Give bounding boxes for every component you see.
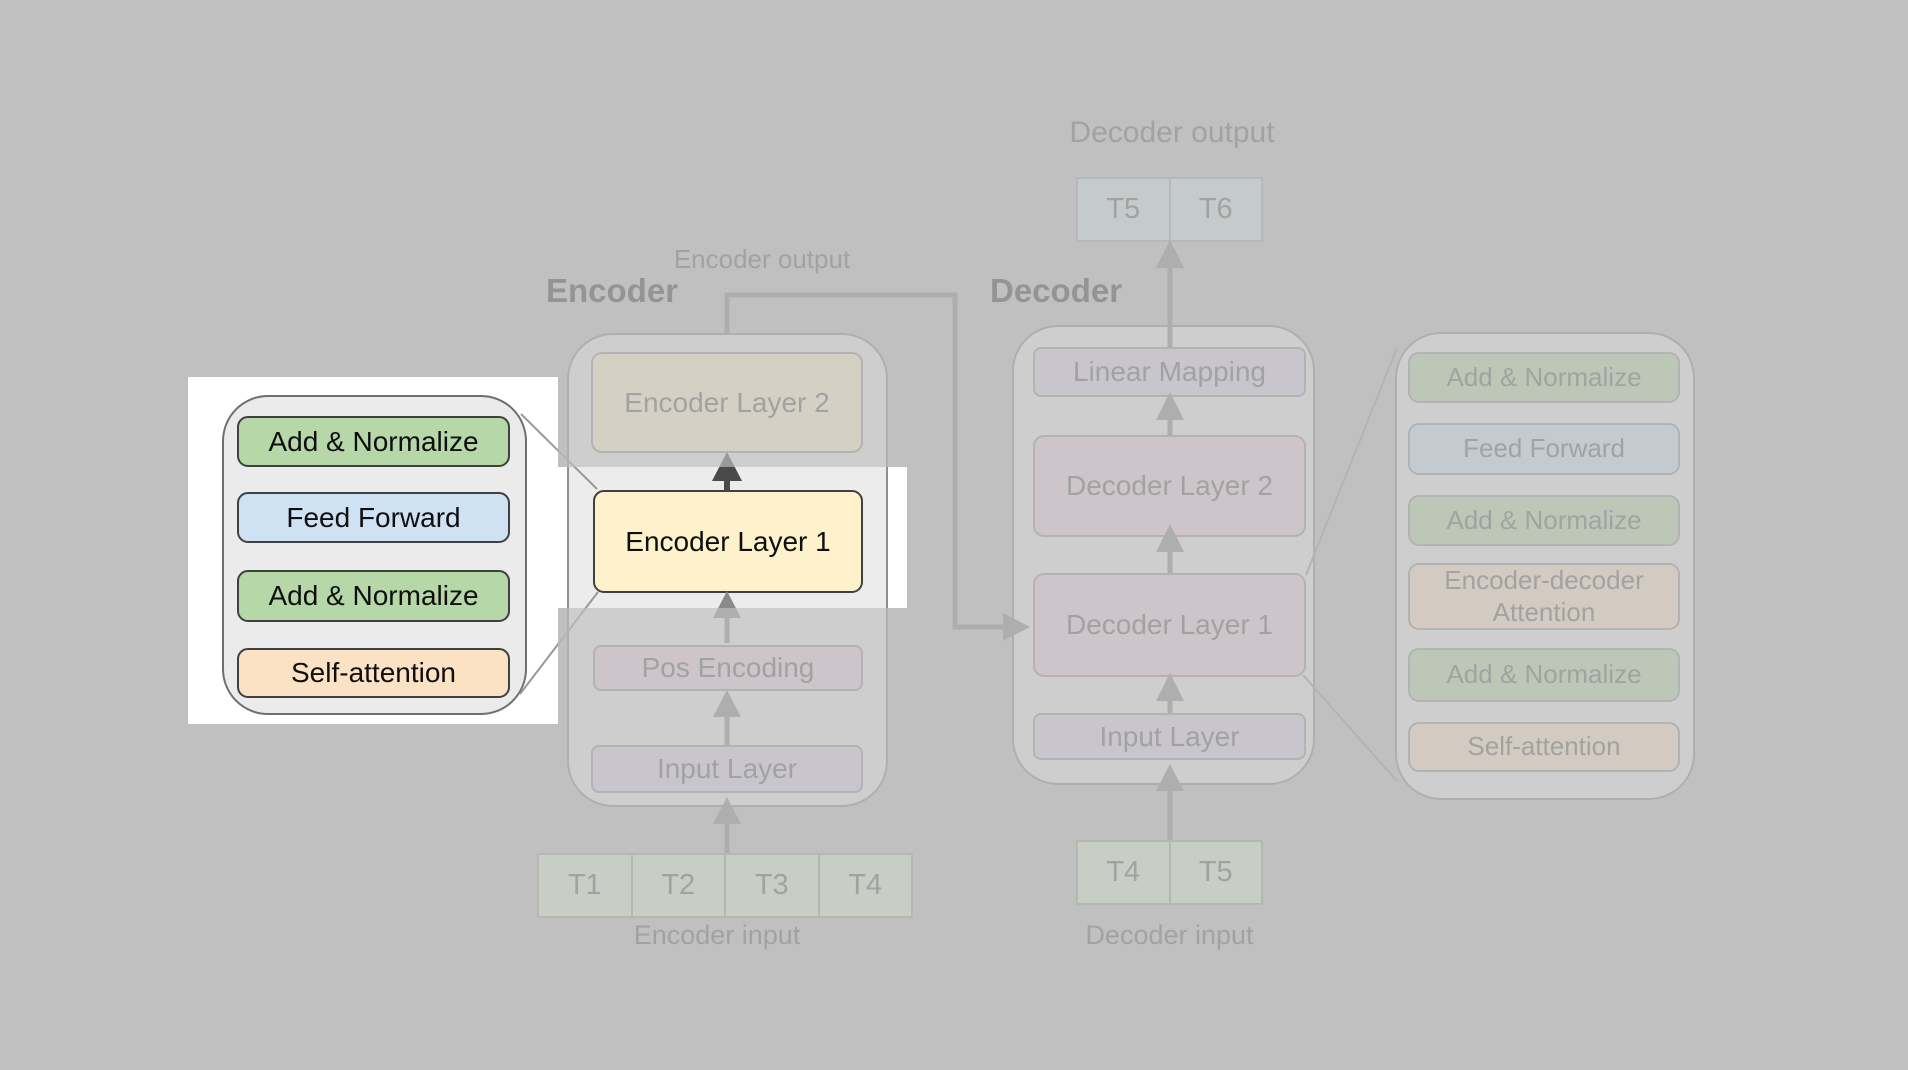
spotlight-encoder-layer-1: Encoder Encoder Layer 2 Encoder Layer 1 … bbox=[558, 467, 907, 608]
encoder-output-connector bbox=[724, 292, 1030, 641]
token-cell-t3: T3 bbox=[726, 855, 820, 916]
encoder-layer-2-box: Encoder Layer 2 bbox=[591, 352, 863, 453]
decoder-layer-2-box: Decoder Layer 2 bbox=[1033, 435, 1306, 537]
pos-encoding-box: Pos Encoding bbox=[593, 645, 863, 691]
arrow-tokens-to-decoder-input bbox=[1156, 764, 1184, 840]
decoder-title: Decoder bbox=[990, 272, 1123, 309]
token-cell-t4: T4 bbox=[848, 869, 883, 901]
decoder-input-layer-box: Input Layer bbox=[1033, 713, 1306, 760]
arrow-input-to-decoder-layer-1 bbox=[1156, 673, 1184, 713]
right-panel-add-normalize-1: Add & Normalize bbox=[1408, 352, 1680, 403]
arrow-decoder-layer-1-to-layer-2 bbox=[1156, 524, 1184, 573]
token-cell-t2: T2 bbox=[633, 855, 726, 916]
decoder-input-caption: Decoder input bbox=[1085, 920, 1254, 950]
right-panel-self-attention: Self-attention bbox=[1408, 722, 1680, 772]
architecture-diagram: Encoder Encoder Layer 2 Encoder Layer 1 … bbox=[188, 377, 558, 724]
decoder-input-token-row: T4 T5 bbox=[1076, 840, 1263, 905]
spotlight-left-detail-panel: Encoder Encoder Layer 2 Encoder Layer 1 … bbox=[188, 377, 558, 724]
token-cell-in-t4: T4 bbox=[1078, 842, 1171, 903]
architecture-diagram: Encoder Encoder Layer 2 Encoder Layer 1 … bbox=[558, 467, 907, 608]
linear-mapping-box: Linear Mapping bbox=[1033, 347, 1306, 397]
callout-line-right-bottom bbox=[1302, 674, 1398, 782]
encoder-input-layer-box: Input Layer bbox=[591, 745, 863, 793]
decoder-container bbox=[1012, 325, 1315, 785]
right-panel-encoder-decoder-attention: Encoder-decoder Attention bbox=[1408, 563, 1680, 630]
arrow-input-to-pos-encoding bbox=[713, 690, 741, 745]
token-cell-in-t5: T5 bbox=[1198, 856, 1233, 888]
decoder-layer-detail-panel bbox=[1395, 332, 1695, 800]
arrow-linear-mapping-to-output-tokens bbox=[1156, 240, 1184, 347]
right-panel-add-normalize-2: Add & Normalize bbox=[1408, 495, 1680, 546]
token-cell-t1: T1 bbox=[539, 855, 633, 916]
encoder-output-caption: Encoder output bbox=[673, 244, 851, 274]
token-cell-out-t5: T5 bbox=[1078, 179, 1171, 240]
right-panel-feed-forward: Feed Forward bbox=[1408, 423, 1680, 475]
right-panel-add-normalize-3: Add & Normalize bbox=[1408, 648, 1680, 702]
encoder-title: Encoder bbox=[546, 272, 679, 309]
token-cell-out-t6: T6 bbox=[1198, 193, 1233, 225]
encoder-input-caption: Encoder input bbox=[633, 920, 801, 950]
decoder-output-token-row: T5 T6 bbox=[1076, 177, 1263, 242]
encoder-input-token-row: T1 T2 T3 T4 bbox=[537, 853, 913, 918]
decoder-output-caption: Decoder output bbox=[1069, 116, 1275, 149]
callout-line-right-top bbox=[1305, 347, 1398, 576]
arrow-decoder-layer-2-to-linear-mapping bbox=[1156, 392, 1184, 435]
arrow-tokens-to-encoder-input bbox=[713, 797, 741, 853]
decoder-layer-1-box: Decoder Layer 1 bbox=[1033, 573, 1306, 677]
